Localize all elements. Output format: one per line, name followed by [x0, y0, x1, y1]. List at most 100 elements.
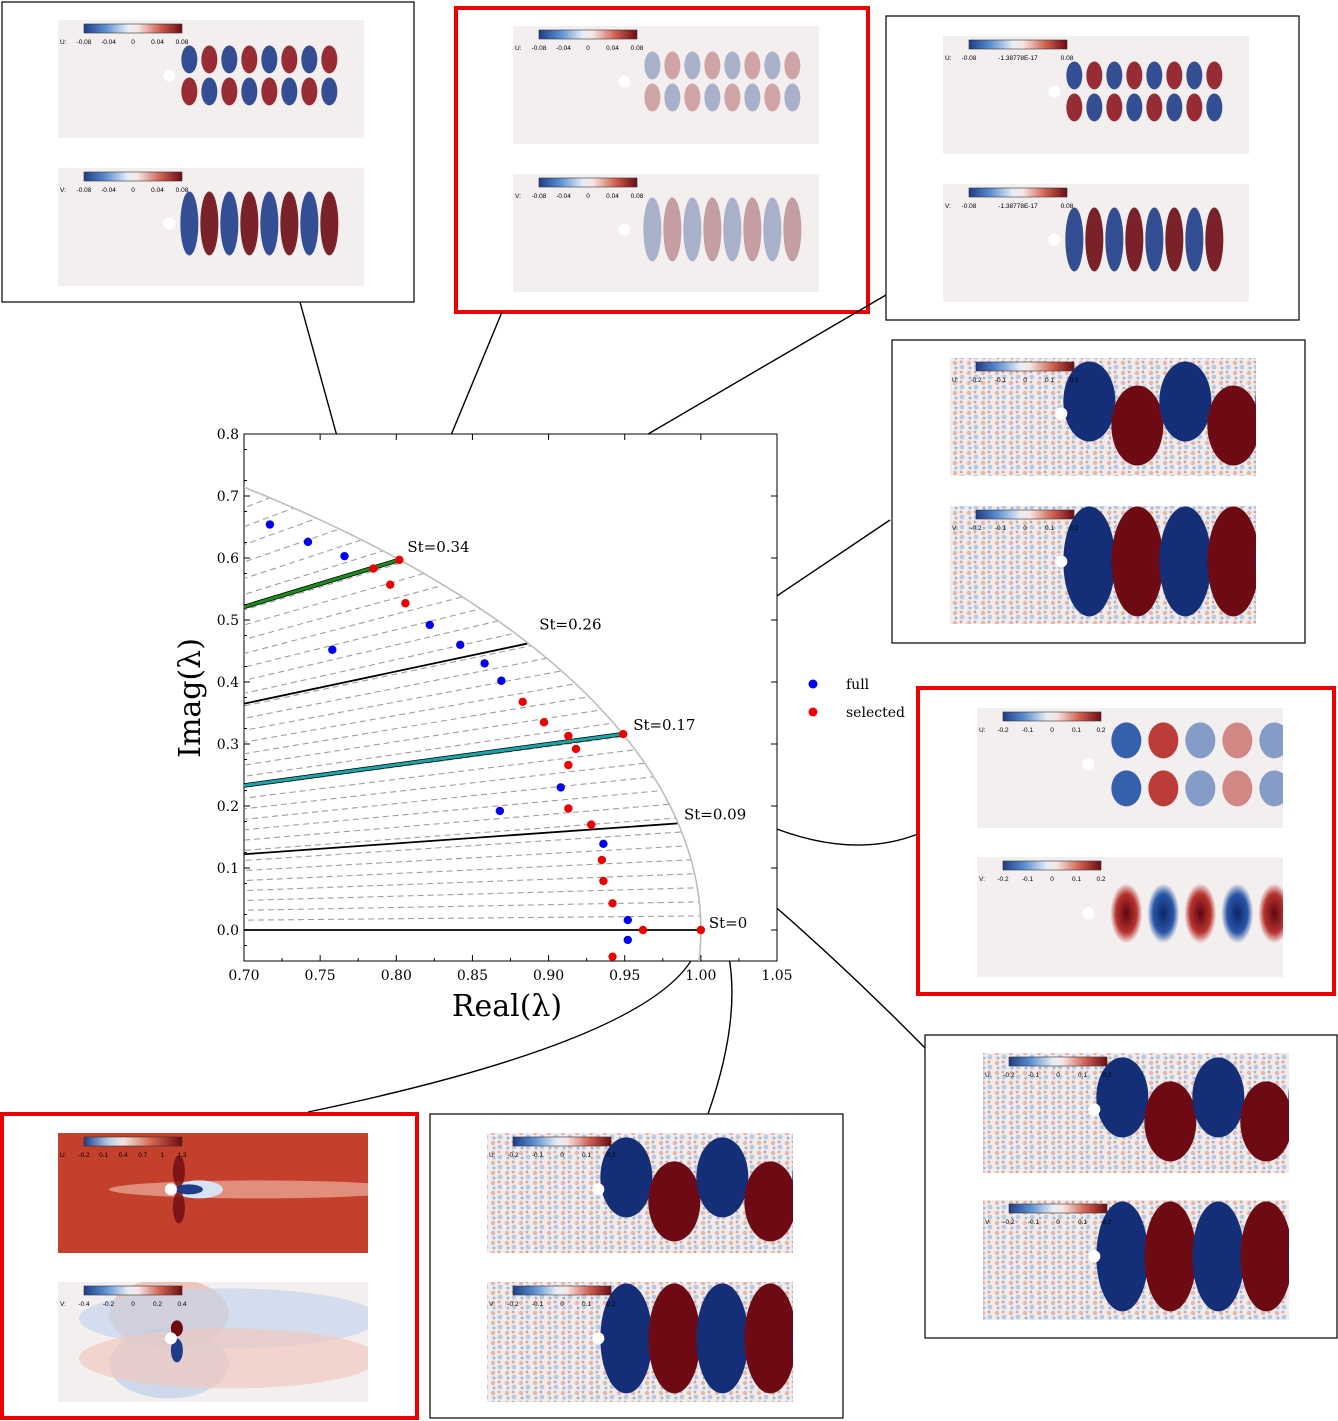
cylinder-marker	[1048, 85, 1061, 98]
point-selected	[564, 760, 573, 770]
cylinder-marker	[1088, 1250, 1101, 1263]
colorbar-tick-label: -0.04	[556, 45, 571, 52]
colorbar-tick-label: 0.2	[1096, 727, 1105, 734]
colorbar-tick-label: 0.08	[631, 45, 644, 52]
u-field-image	[943, 36, 1249, 154]
point-full	[480, 659, 489, 668]
colorbar-tick-label: -0.04	[101, 187, 116, 194]
colorbar-tick-label: 0.1	[582, 1301, 591, 1308]
strouhal-grid-line	[244, 645, 532, 707]
colorbar-tick-label: 0	[131, 187, 135, 194]
x-tick-label: 0.80	[381, 968, 412, 984]
cylinder-marker	[164, 1332, 177, 1345]
legend-marker-selected	[808, 707, 818, 717]
point-full	[456, 640, 465, 649]
colorbar-tick-label: -0.08	[532, 45, 547, 52]
colorbar-label: U:	[952, 377, 959, 384]
cylinder-marker	[163, 217, 176, 230]
y-tick-label: 0.5	[217, 613, 239, 629]
colorbar-tick-label: 0.08	[1061, 55, 1074, 62]
colorbar-label: U:	[515, 45, 522, 52]
colorbar-tick-label: -1.38778E-17	[998, 203, 1038, 210]
colorbar-tick-label: -0.2	[1003, 1219, 1015, 1226]
colorbar	[1008, 1056, 1108, 1067]
colorbar-label: U:	[979, 727, 986, 734]
point-selected	[395, 555, 404, 565]
colorbar-tick-label: -0.2	[997, 876, 1009, 883]
colorbar-tick-label: 0.08	[176, 39, 189, 46]
colorbar-tick-label: -0.08	[77, 187, 92, 194]
v-field-image	[58, 1282, 368, 1402]
colorbar-tick-label: 0	[1023, 377, 1027, 384]
colorbar-tick-label: 0.04	[606, 45, 619, 52]
y-tick-label: 0.0	[217, 923, 239, 939]
colorbar-tick-label: 0	[1050, 876, 1054, 883]
legend-label-full: full	[846, 677, 870, 693]
u-field-image	[487, 1133, 793, 1253]
colorbar-tick-label: 0.1	[99, 1152, 108, 1159]
plot-area	[243, 433, 778, 962]
x-axis-label: Real(λ)	[452, 989, 562, 1024]
colorbar	[512, 1136, 612, 1147]
v-field-image	[977, 857, 1283, 977]
colorbar-tick-label: -0.1	[532, 1152, 544, 1159]
colorbar	[975, 509, 1075, 520]
colorbar-tick-label: 0.4	[119, 1152, 128, 1159]
u-field-image	[58, 20, 364, 138]
colorbar-tick-label: -0.04	[556, 193, 571, 200]
strouhal-grid-line	[244, 683, 576, 743]
point-selected	[599, 876, 608, 886]
colorbar-tick-label: 0.08	[631, 193, 644, 200]
colorbar-tick-label: 0	[586, 45, 590, 52]
v-field-image	[943, 184, 1249, 302]
strouhal-grid-line	[244, 670, 562, 731]
colorbar-label: U:	[60, 39, 67, 46]
cylinder-marker	[1055, 555, 1068, 568]
colorbar-label: V:	[515, 193, 521, 200]
point-selected	[587, 820, 596, 829]
strouhal-grid-line	[244, 596, 463, 655]
colorbar-tick-label: -0.04	[101, 39, 116, 46]
strouhal-grid-line	[244, 873, 695, 892]
v-field-image	[983, 1200, 1289, 1320]
colorbar-tick-label: 0.08	[1061, 203, 1074, 210]
x-tick-label: 0.75	[305, 968, 336, 984]
colorbar-tick-label: -0.2	[970, 525, 982, 532]
colorbar-tick-label: -0.1	[1028, 1219, 1040, 1226]
x-tick-label: 1.00	[685, 968, 716, 984]
colorbar-tick-label: -1.38778E-17	[998, 55, 1038, 62]
legend-label-selected: selected	[846, 705, 905, 721]
colorbar-tick-label: 0.2	[1069, 525, 1078, 532]
point-selected	[608, 952, 617, 961]
x-tick-label: 0.95	[609, 968, 640, 984]
x-tick-label: 0.90	[533, 968, 564, 984]
colorbar	[975, 361, 1075, 372]
strouhal-grid-line	[244, 696, 590, 755]
strouhal-line	[244, 822, 679, 856]
strouhal-label: St=0.09	[684, 805, 746, 823]
colorbar-label: U:	[945, 55, 952, 62]
u-field-image	[983, 1053, 1289, 1173]
colorbar-tick-label: -0.2	[78, 1152, 90, 1159]
colorbar-tick-label: 0.7	[138, 1152, 147, 1159]
legend-marker-full	[808, 679, 818, 689]
colorbar-label: U:	[985, 1072, 992, 1079]
y-tick-label: 0.8	[217, 427, 239, 443]
colorbar-tick-label: -0.1	[1022, 727, 1034, 734]
colorbar	[538, 177, 638, 188]
point-selected	[401, 599, 410, 608]
point-full	[303, 537, 313, 547]
colorbar-tick-label: 0.04	[151, 39, 164, 46]
strouhal-grid-line	[244, 632, 516, 694]
cylinder-marker	[1082, 758, 1095, 771]
cylinder-marker	[164, 1183, 177, 1196]
point-full	[623, 935, 632, 945]
colorbar	[83, 23, 183, 34]
strouhal-grid-line	[244, 789, 662, 831]
